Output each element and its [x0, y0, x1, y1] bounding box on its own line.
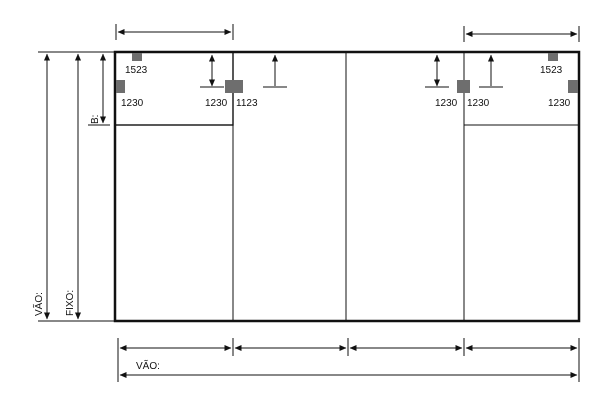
part-code-top-right-top: 1523 — [540, 65, 563, 76]
b-label: B: — [90, 115, 101, 124]
part-code-top-right-side: 1230 — [548, 98, 571, 109]
part-code-top-left-top: 1523 — [125, 65, 148, 76]
hardware-block-right-post — [457, 80, 470, 93]
outer-frame — [113, 50, 581, 323]
part-code-top-left-side: 1230 — [121, 98, 144, 109]
part-code-left-mid-right: 1230 — [205, 98, 228, 109]
hardware-block-top-right-top — [548, 53, 558, 61]
hardware-block-top-left-side — [116, 80, 125, 93]
fixo-vertical-label: FIXO: — [65, 290, 76, 316]
part-code-left-mid-post: 1123 — [236, 98, 258, 109]
part-code-right-mid-left: 1230 — [435, 98, 458, 109]
top-left-overlay-box — [114, 51, 234, 126]
vao-vertical-label: VÃO: — [32, 292, 45, 316]
hardware-block-top-right-side — [568, 80, 578, 93]
hardware-block-left-post — [225, 80, 243, 93]
vao-horizontal-label: VÃO: — [136, 359, 160, 372]
part-code-right-mid-post: 1230 — [467, 98, 490, 109]
hardware-block-top-left-top — [132, 53, 142, 61]
